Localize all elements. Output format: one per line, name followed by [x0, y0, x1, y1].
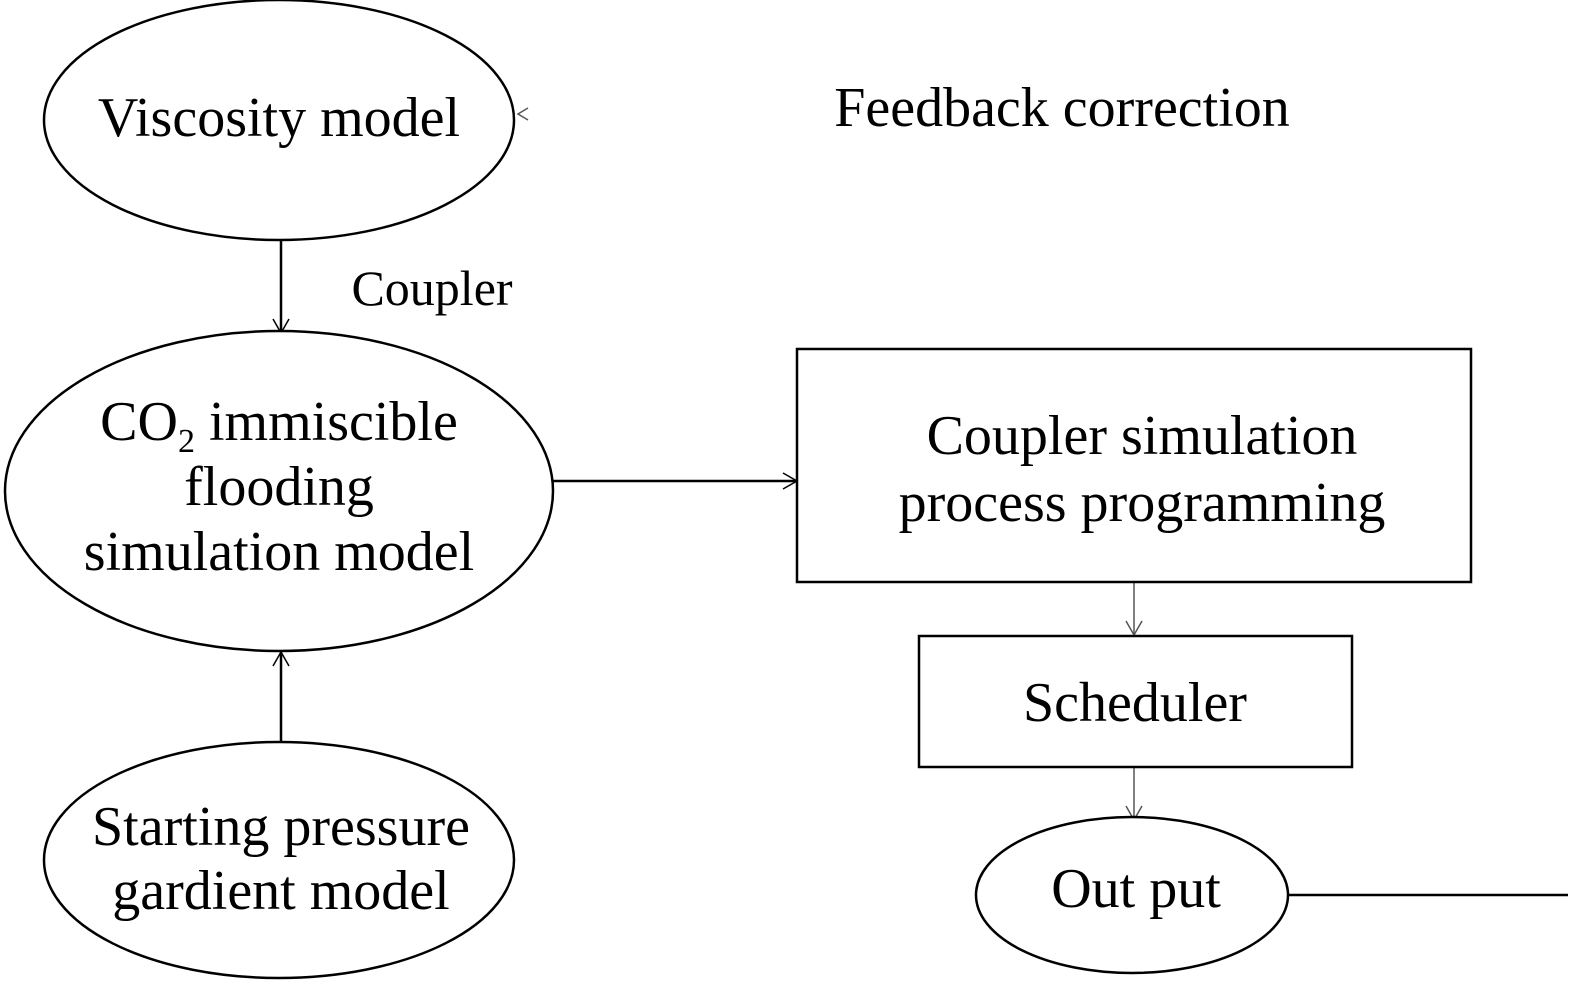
node-coupler-simulation-process-line2: process programming: [899, 472, 1386, 534]
node-coupler-simulation-process-line1: Coupler simulation: [927, 405, 1358, 467]
label-feedback-correction: Feedback correction: [834, 77, 1290, 139]
subscript-2: 2: [178, 423, 195, 460]
node-starting-pressure-model-line1: Starting pressure: [92, 796, 470, 858]
node-coupler-simulation-process: [795, 347, 1473, 584]
node-co2-simulation-model-line3: simulation model: [84, 521, 474, 583]
node-output-label: Out put: [1051, 858, 1221, 920]
label-coupler: Coupler: [351, 260, 512, 316]
node-co2-simulation-model-line1: CO2 immiscible: [100, 391, 458, 460]
arrowhead-left-icon: [516, 107, 529, 121]
node-output: [974, 815, 1290, 975]
node-viscosity-model-label: Viscosity model: [98, 87, 460, 149]
node-scheduler-label: Scheduler: [1023, 672, 1247, 734]
node-co2-simulation-model-line2: flooding: [184, 456, 374, 518]
node-scheduler: [917, 634, 1354, 769]
node-starting-pressure-model: [42, 740, 516, 980]
node-viscosity-model: [42, 0, 516, 242]
node-co2-simulation-model: [3, 329, 555, 653]
node-starting-pressure-model-line2: gardient model: [112, 860, 449, 922]
